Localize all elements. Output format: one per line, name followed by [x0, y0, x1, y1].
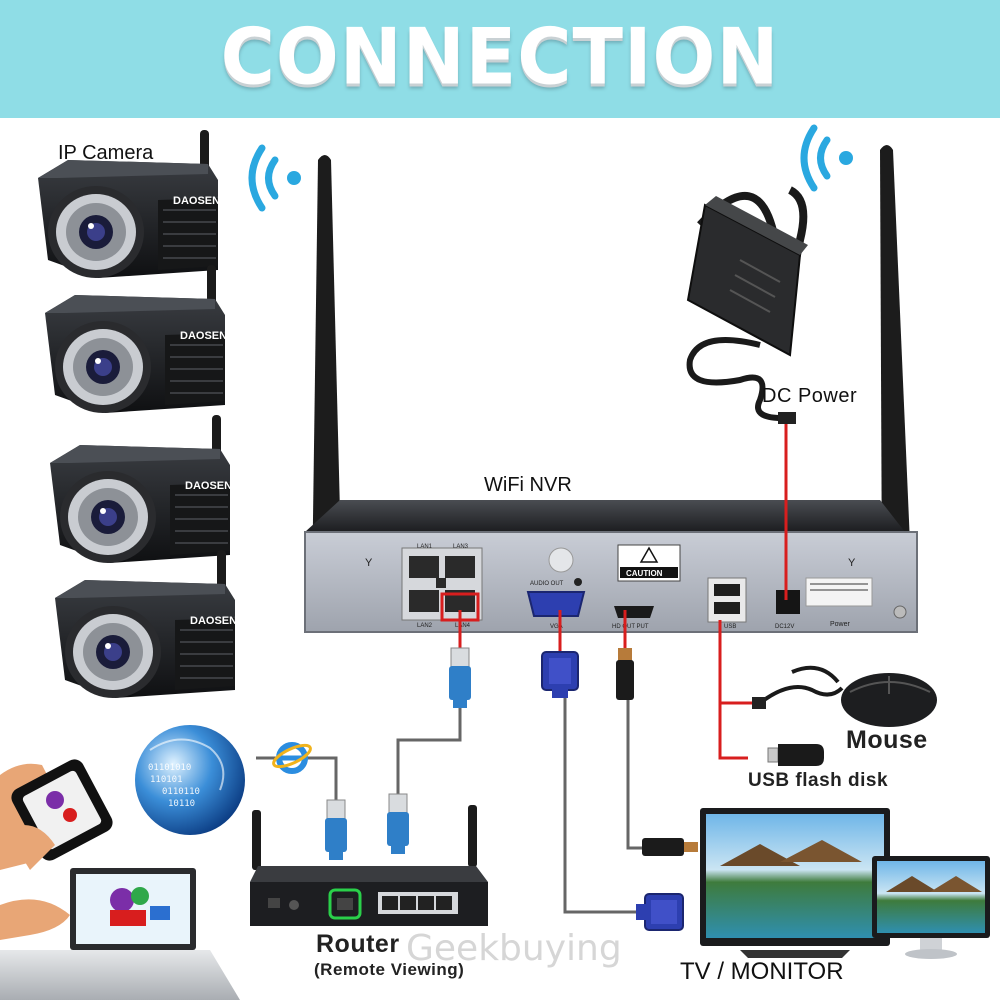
label-ip-camera: IP Camera: [58, 142, 154, 164]
label-tv-monitor: TV / MONITOR: [680, 958, 844, 985]
tv-monitor-large: [700, 808, 890, 958]
ethernet-plug-router-1: [324, 799, 348, 861]
mouse-device: [752, 665, 937, 727]
svg-text:110101: 110101: [150, 775, 183, 785]
port-label-audio-out: AUDIO OUT: [530, 581, 564, 587]
port-label-lan4: LAN4: [455, 623, 471, 629]
hdmi-plug-monitor: [642, 838, 698, 856]
svg-text:Y: Y: [848, 557, 856, 569]
label-wifi-nvr: WiFi NVR: [484, 474, 572, 496]
label-router: Router: [316, 930, 400, 958]
label-remote-viewing: (Remote Viewing): [314, 960, 465, 979]
port-label-lan2: LAN2: [417, 623, 433, 629]
ip-camera-4: [54, 549, 239, 699]
label-mouse: Mouse: [846, 726, 928, 754]
port-label-usb: USB: [724, 624, 736, 630]
port-label-hdmi: HD OUT PUT: [612, 624, 649, 630]
ethernet-plug-router-2: [386, 793, 410, 855]
smartphone-in-hand: [0, 759, 113, 870]
svg-text:10110: 10110: [168, 799, 195, 809]
tv-monitor-small: [872, 856, 990, 959]
port-label-lan1: LAN1: [417, 544, 433, 550]
label-usb-flash-disk: USB flash disk: [748, 770, 889, 791]
usb-flash-disk-device: [767, 744, 824, 766]
wifi-signal-icon-right: [800, 124, 853, 192]
ip-camera-2: [44, 264, 229, 414]
banner-title: CONNECTION: [220, 11, 780, 103]
router-device: [250, 805, 488, 926]
wifi-nvr-device: Y Y: [304, 500, 918, 633]
port-label-power: Power: [830, 621, 851, 628]
vga-plug-nvr: [541, 651, 579, 698]
port-label-dc12v: DC12V: [775, 624, 794, 630]
ethernet-plug-nvr: [448, 647, 472, 709]
port-label-vga: VGA: [550, 624, 563, 630]
laptop-device: [0, 868, 240, 1000]
label-dc-power: DC Power: [762, 385, 858, 407]
caution-sticker-text: CAUTION: [626, 569, 663, 578]
title-banner: CONNECTION: [0, 0, 1000, 118]
wifi-signal-icon-left: [248, 144, 301, 212]
svg-text:01101010: 01101010: [148, 763, 191, 773]
hdmi-plug-nvr: [616, 648, 634, 700]
port-label-lan3: LAN3: [453, 544, 469, 550]
power-adapter: [686, 186, 808, 424]
watermark-logo: Geekbuying: [406, 928, 622, 969]
internet-globe-icon: 01101010 110101 0110110 10110: [135, 725, 245, 835]
internet-explorer-icon: [272, 742, 312, 774]
svg-text:0110110: 0110110: [162, 787, 200, 797]
svg-text:Y: Y: [365, 557, 373, 569]
ip-camera-3: [49, 414, 234, 564]
vga-plug-monitor: [636, 893, 684, 931]
